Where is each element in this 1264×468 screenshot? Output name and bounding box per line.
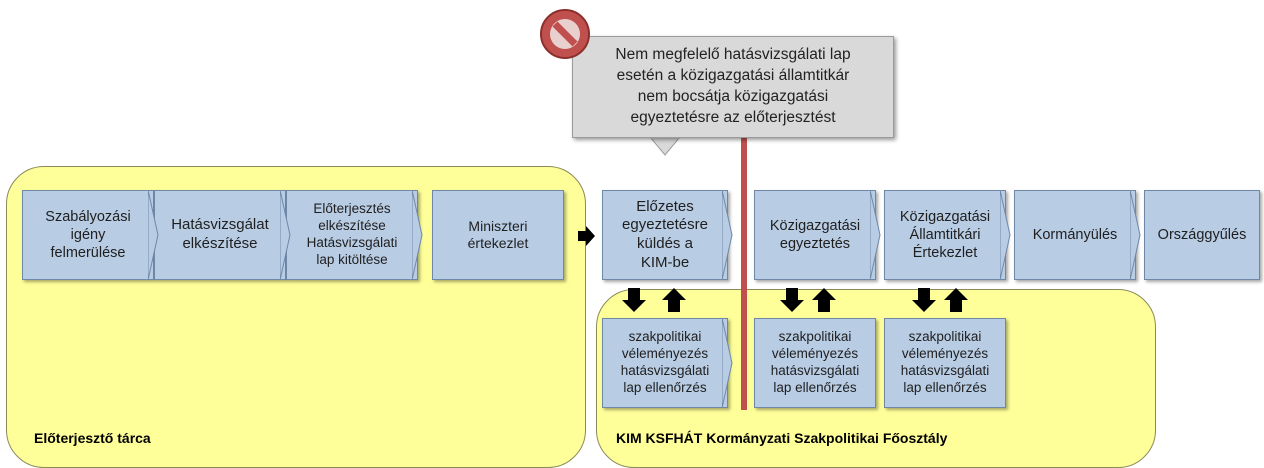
step-hatasvizsgalat: Hatásvizsgálat elkészítése — [154, 190, 286, 280]
chevron-connector-icon — [280, 190, 294, 280]
step-label: Előzetes egyeztetésre küldés a KIM-be — [622, 197, 708, 271]
chevron-connector-icon — [1130, 190, 1144, 280]
step-label: Miniszteri értekezlet — [467, 217, 529, 252]
down-arrow-icon — [912, 288, 936, 317]
step-miniszteri-ertekezlet: Miniszteri értekezlet — [432, 190, 564, 280]
chevron-connector-icon — [412, 190, 426, 280]
step-label: Közigazgatási Államtitkári Értekezlet — [899, 208, 991, 262]
step-kozigazgatasi-egyeztetes: Közigazgatási egyeztetés — [754, 190, 876, 280]
step-label: Hatásvizsgálat elkészítése — [171, 216, 269, 252]
down-arrow-icon — [780, 288, 804, 317]
chevron-connector-icon — [722, 190, 736, 280]
region-label-right: KIM KSFHÁT Kormányzati Szakpolitikai Főo… — [616, 430, 948, 446]
review-box-1: szakpolitikai véleményezés hatásvizsgála… — [602, 318, 728, 408]
right-arrow-icon — [578, 226, 596, 251]
review-label: szakpolitikai véleményezés hatásvizsgála… — [900, 329, 990, 395]
warning-text: Nem megfelelő hatásvizsgálati lap esetén… — [615, 46, 851, 126]
warning-callout: Nem megfelelő hatásvizsgálati lap esetén… — [572, 36, 894, 138]
up-arrow-icon — [812, 288, 836, 317]
step-label: Közigazgatási egyeztetés — [769, 217, 861, 252]
step-kormanyules: Kormányülés — [1014, 190, 1136, 280]
step-allamtitkari-ertekezlet: Közigazgatási Államtitkári Értekezlet — [884, 190, 1006, 280]
step-label: Országgyűlés — [1157, 226, 1247, 243]
step-label: Kormányülés — [1032, 226, 1118, 243]
review-box-3: szakpolitikai véleményezés hatásvizsgála… — [884, 318, 1006, 408]
callout-tail — [648, 136, 682, 162]
review-label: szakpolitikai véleményezés hatásvizsgála… — [620, 329, 710, 395]
review-label: szakpolitikai véleményezés hatásvizsgála… — [770, 329, 860, 395]
step-label: Előterjesztés elkészítése Hatásvizsgálat… — [306, 201, 398, 267]
up-arrow-icon — [662, 288, 686, 317]
step-elozetes-egyeztetes: Előzetes egyeztetésre küldés a KIM-be — [602, 190, 728, 280]
chevron-connector-icon — [870, 190, 884, 280]
chevron-connector-icon — [148, 190, 162, 280]
no-entry-icon — [539, 8, 591, 65]
step-szabalyozasi-igeny: Szabályozási igény felmerülése — [22, 190, 154, 280]
barrier-line — [741, 138, 747, 410]
chevron-connector-icon — [722, 318, 736, 408]
review-box-2: szakpolitikai véleményezés hatásvizsgála… — [754, 318, 876, 408]
chevron-connector-icon — [1000, 190, 1014, 280]
up-arrow-icon — [944, 288, 968, 317]
region-label-left: Előterjesztő tárca — [34, 430, 151, 446]
step-orszaggyules: Országgyűlés — [1144, 190, 1260, 280]
step-label: Szabályozási igény felmerülése — [45, 208, 131, 262]
step-eloterjesztes: Előterjesztés elkészítése Hatásvizsgálat… — [286, 190, 418, 280]
down-arrow-icon — [622, 288, 646, 317]
